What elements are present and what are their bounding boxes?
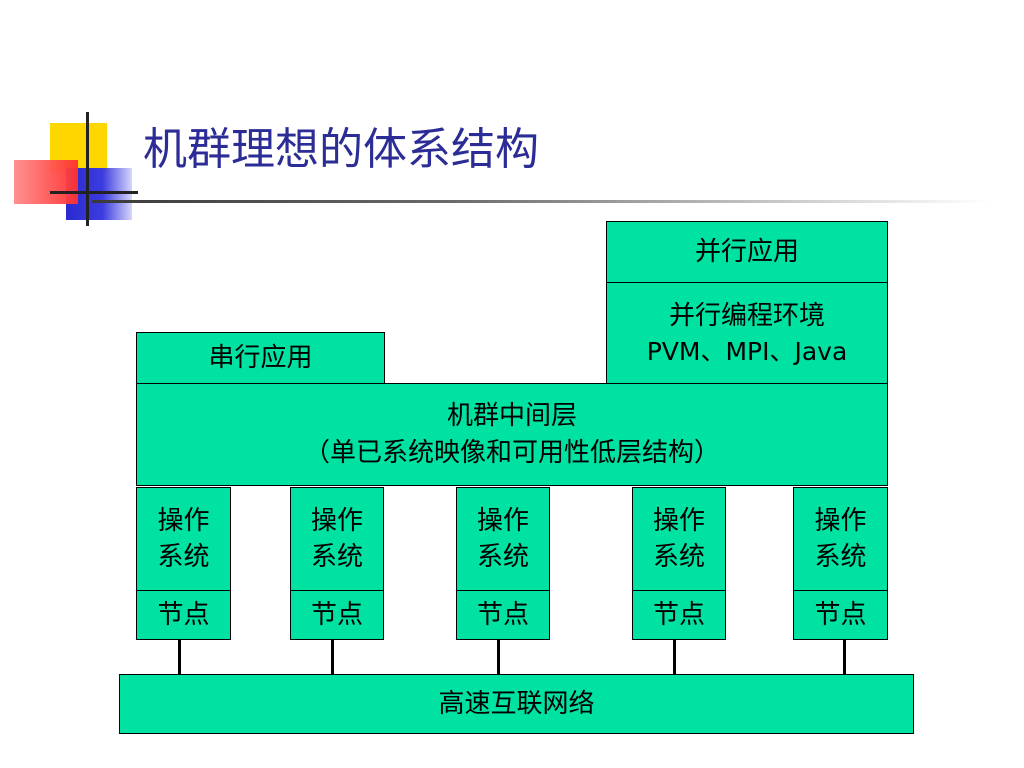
cluster-middleware-box: 机群中间层 （单已系统映像和可用性低层结构） [136, 383, 888, 486]
os-box: 操作 系统 [632, 487, 726, 591]
node-label: 节点 [476, 599, 529, 630]
node-box: 节点 [456, 590, 550, 640]
logo-vertical-line [86, 112, 89, 226]
node-label: 节点 [814, 599, 867, 630]
parallel-env-tools: PVM、MPI、Java [646, 337, 848, 367]
node-box: 节点 [632, 590, 726, 640]
node-box: 节点 [136, 590, 231, 640]
node-network-connector [673, 640, 676, 674]
serial-application-label: 串行应用 [208, 343, 313, 374]
parallel-application-box: 并行应用 [606, 221, 888, 283]
os-label-line1: 操作 [814, 505, 867, 536]
os-label-line2: 系统 [476, 542, 529, 572]
node-network-connector [331, 640, 334, 674]
node-label: 节点 [157, 599, 210, 630]
os-label-line2: 系统 [652, 542, 705, 572]
node-box: 节点 [290, 590, 384, 640]
os-label-line2: 系统 [814, 542, 867, 572]
parallel-application-label: 并行应用 [694, 236, 799, 267]
os-box: 操作 系统 [290, 487, 384, 591]
node-network-connector [178, 640, 181, 674]
node-label: 节点 [652, 599, 705, 630]
os-label-line1: 操作 [157, 505, 210, 536]
high-speed-network-box: 高速互联网络 [119, 674, 914, 734]
logo-horizontal-line [50, 191, 138, 194]
os-label-line1: 操作 [310, 505, 363, 536]
os-label-line2: 系统 [310, 542, 363, 572]
page-title: 机群理想的体系结构 [143, 124, 539, 175]
network-label: 高速互联网络 [438, 688, 595, 719]
logo-red-square [14, 160, 78, 204]
parallel-env-label: 并行编程环境 [668, 300, 825, 331]
node-box: 节点 [793, 590, 888, 640]
os-label-line1: 操作 [652, 505, 705, 536]
title-underline [92, 200, 992, 203]
middleware-description: （单已系统映像和可用性低层结构） [303, 437, 720, 468]
node-network-connector [497, 640, 500, 674]
node-label: 节点 [310, 599, 363, 630]
os-label-line1: 操作 [476, 505, 529, 536]
parallel-programming-env-box: 并行编程环境 PVM、MPI、Java [606, 282, 888, 385]
os-box: 操作 系统 [136, 487, 231, 591]
os-box: 操作 系统 [456, 487, 550, 591]
middleware-label: 机群中间层 [446, 401, 577, 432]
os-label-line2: 系统 [157, 542, 210, 572]
os-box: 操作 系统 [793, 487, 888, 591]
node-network-connector [843, 640, 846, 674]
serial-application-box: 串行应用 [136, 332, 385, 385]
